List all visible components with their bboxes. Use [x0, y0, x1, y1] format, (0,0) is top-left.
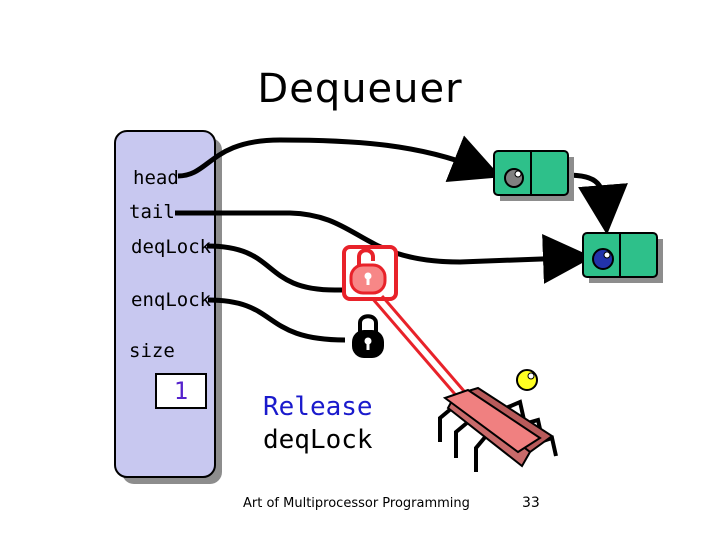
- page-number: 33: [522, 495, 540, 511]
- field-head-label: head: [133, 167, 179, 189]
- enqlock-pointer: [207, 297, 346, 343]
- enqlock-padlock-locked-icon: [352, 314, 384, 358]
- footer-text: Art of Multiprocessor Programming: [243, 496, 470, 511]
- node-value-ball-icon: [592, 248, 614, 270]
- slide-title: Dequeuer: [257, 66, 463, 112]
- field-tail-label: tail: [129, 201, 175, 223]
- caption-line-1: Release: [263, 392, 373, 422]
- sentinel-node: [493, 150, 574, 201]
- caption-line-2: deqLock: [263, 425, 373, 455]
- release-line-2: [380, 295, 472, 399]
- deqlock-padlock-unlocked-icon: [342, 245, 398, 301]
- tail-pointer-arrow: [175, 210, 593, 284]
- thread-value-ball-icon: [516, 369, 538, 391]
- dequeuer-thread-bug-icon: [438, 386, 558, 472]
- field-enqlock-label: enqLock: [131, 289, 212, 311]
- value-node: [582, 232, 663, 283]
- release-line-1: [370, 297, 462, 401]
- field-deqlock-label: deqLock: [131, 236, 212, 258]
- deqlock-pointer: [206, 243, 345, 293]
- field-size-label: size: [129, 340, 175, 362]
- size-value-box: 1: [155, 373, 207, 409]
- head-pointer-arrow: [177, 135, 502, 183]
